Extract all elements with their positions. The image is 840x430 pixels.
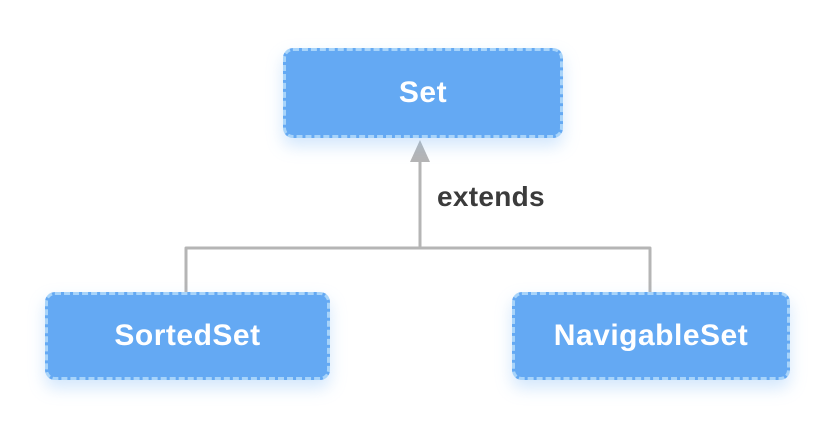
arrow-up-icon <box>410 140 430 162</box>
node-set-label: Set <box>398 76 448 109</box>
extends-label-text: extends <box>437 181 545 212</box>
node-navigableset-label: NavigableSet <box>553 319 749 352</box>
node-navigableset: NavigableSet <box>512 292 790 380</box>
node-set: Set <box>283 48 563 138</box>
tree-connector-line <box>184 246 652 292</box>
node-sortedset-label: SortedSet <box>114 319 261 352</box>
extends-label: extends <box>437 179 545 215</box>
node-sortedset: SortedSet <box>45 292 330 380</box>
